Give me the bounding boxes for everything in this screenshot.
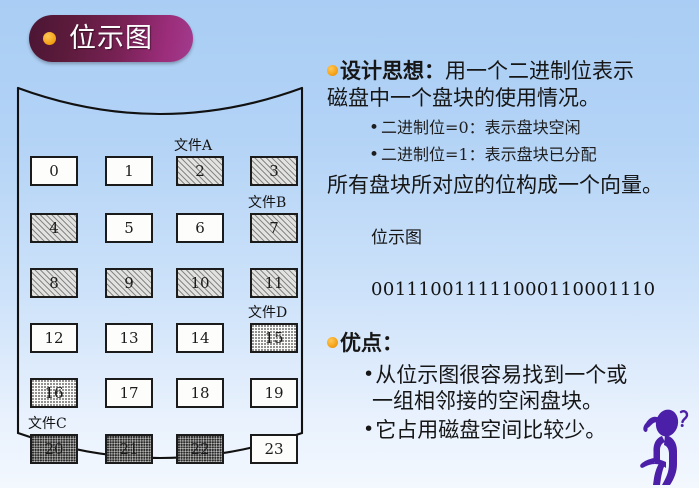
pros-heading-block: 优点：: [327, 330, 699, 357]
disk-block-label: 17: [119, 383, 139, 402]
disk-block-9: 9: [105, 268, 153, 298]
disk-block-2: 2: [176, 156, 224, 186]
disk-block-label: 16: [44, 383, 64, 402]
disk-block-19: 19: [250, 378, 298, 408]
orange-dot-icon: [43, 32, 56, 45]
file-label-15: 文件D: [248, 305, 288, 321]
disk-block-7: 7: [250, 213, 298, 243]
sub-bullet-zero-text: 二进制位=0：表示盘块空闲: [381, 118, 581, 138]
pros-heading-text: 优点：: [340, 330, 403, 357]
sub-bullet-one-text: 二进制位=1：表示盘块已分配: [381, 145, 597, 165]
pro-item-two-text: 它占用磁盘空间比较少。: [375, 418, 607, 443]
disk-block-label: 14: [190, 328, 210, 347]
bullet-dot-icon: •: [363, 418, 375, 441]
disk-block-15: 15: [250, 323, 298, 353]
disk-block-18: 18: [176, 378, 224, 408]
disk-block-23: 23: [250, 434, 298, 464]
slide-body-content: 设计思想：用一个二进制位表示 磁盘中一个盘块的使用情况。 • 二进制位=0：表示…: [327, 58, 699, 488]
orange-bullet-icon: [327, 65, 338, 76]
design-idea-line2: 磁盘中一个盘块的使用情况。: [327, 85, 600, 110]
disk-block-22: 22: [176, 434, 224, 464]
disk-block-label: 18: [190, 383, 210, 402]
disk-block-label: 6: [195, 218, 205, 237]
disk-block-17: 17: [105, 378, 153, 408]
disk-block-11: 11: [250, 268, 298, 298]
disk-block-label: 12: [44, 328, 64, 347]
disk-block-21: 21: [105, 434, 153, 464]
orange-bullet-icon: [327, 336, 338, 348]
disk-block-label: 1: [124, 161, 134, 180]
disk-block-4: 4: [30, 213, 78, 243]
disk-block-label: 4: [49, 218, 59, 237]
design-idea-line1: 用一个二进制位表示: [445, 59, 634, 83]
disk-block-1: 1: [105, 156, 153, 186]
disk-block-label: 20: [44, 439, 64, 458]
bullet-dot-icon: •: [369, 118, 380, 139]
disk-block-8: 8: [30, 268, 78, 298]
pro-item-one-cont-text: 一组相邻接的空闲盘块。: [372, 389, 603, 414]
bitmap-caption: 位示图: [371, 228, 422, 249]
disk-block-label: 2: [195, 161, 205, 180]
design-idea-heading: 设计思想：: [340, 58, 445, 83]
bullet-dot-icon: •: [363, 363, 375, 386]
disk-block-label: 10: [190, 273, 210, 292]
disk-block-label: 13: [119, 328, 139, 347]
sub-bullet-one: • 二进制位=1：表示盘块已分配: [369, 145, 699, 166]
disk-block-label: 23: [264, 439, 284, 458]
disk-block-label: 9: [124, 273, 134, 292]
disk-block-14: 14: [176, 323, 224, 353]
pro-item-one-cont: 一组相邻接的空闲盘块。: [372, 388, 699, 414]
disk-block-0: 0: [30, 156, 78, 186]
file-label-20: 文件C: [28, 416, 67, 432]
disk-block-16: 16: [30, 378, 78, 408]
pro-item-two: • 它占用磁盘空间比较少。: [363, 417, 699, 443]
sub-bullet-zero: • 二进制位=0：表示盘块空闲: [369, 118, 699, 139]
disk-block-12: 12: [30, 323, 78, 353]
disk-block-13: 13: [105, 323, 153, 353]
disk-block-label: 0: [49, 161, 59, 180]
disk-block-10: 10: [176, 268, 224, 298]
bullet-dot-icon: •: [369, 145, 380, 166]
design-idea-block: 设计思想：用一个二进制位表示: [327, 58, 699, 85]
slide-title-banner: 位示图: [29, 15, 193, 62]
disk-block-label: 5: [124, 218, 134, 237]
file-label-7: 文件B: [248, 195, 287, 211]
disk-block-label: 8: [49, 273, 59, 292]
disk-block-label: 15: [264, 328, 284, 347]
disk-block-label: 7: [269, 218, 279, 237]
disk-block-5: 5: [105, 213, 153, 243]
pro-item-one-text: 从位示图很容易找到一个或: [375, 363, 628, 388]
disk-block-label: 19: [264, 383, 284, 402]
disk-block-3: 3: [250, 156, 298, 186]
pro-item-one: • 从位示图很容易找到一个或: [363, 362, 699, 388]
disk-block-label: 21: [119, 439, 139, 458]
vector-statement: 所有盘块所对应的位构成一个向量。: [327, 172, 663, 197]
disk-block-6: 6: [176, 213, 224, 243]
disk-block-label: 3: [269, 161, 279, 180]
disk-block-label: 22: [190, 439, 210, 458]
disk-block-label: 11: [264, 273, 284, 292]
design-idea-text: 设计思想：用一个二进制位表示: [340, 58, 634, 85]
page-title: 位示图: [69, 23, 153, 54]
pros-heading-label: 优点：: [340, 329, 403, 355]
bitmap-bitstring: 001110011111000110001110: [371, 278, 656, 300]
thinking-person-icon: [640, 409, 689, 485]
disk-block-20: 20: [30, 434, 78, 464]
file-label-2: 文件A: [174, 138, 213, 154]
